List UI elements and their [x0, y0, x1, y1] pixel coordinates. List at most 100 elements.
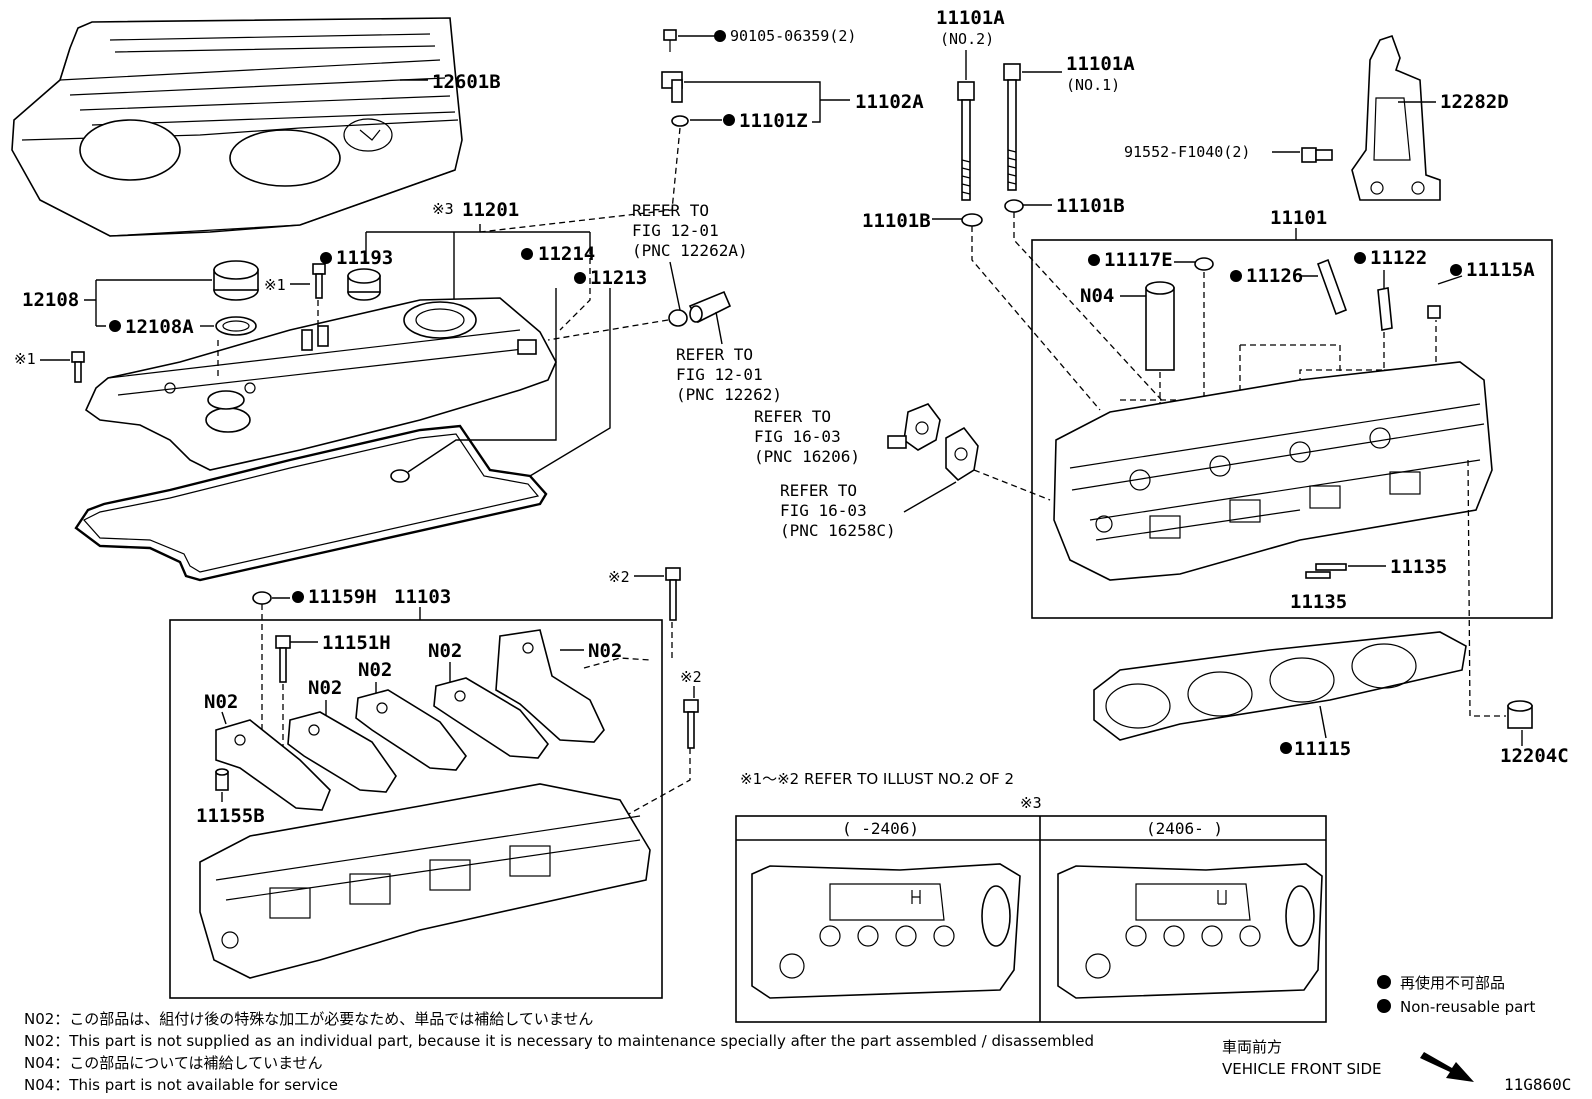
- camshaft-housing-drawing: [199, 783, 651, 979]
- label-11193: 11193: [336, 247, 393, 269]
- inset-header-left: ( -2406): [842, 819, 919, 838]
- legend-text-jp: 再使用不可部品: [1400, 974, 1505, 992]
- figure-id: 11G860C: [1504, 1075, 1571, 1094]
- label-91552-f1040: 91552-F1040(2): [1124, 143, 1250, 161]
- legend-dot-en: [1377, 999, 1391, 1013]
- label-12282d: 12282D: [1440, 91, 1509, 113]
- ref-12262a: REFER TO FIG 12-01 (PNC 12262A): [632, 201, 748, 260]
- svg-text:(PNC 16206): (PNC 16206): [754, 447, 860, 466]
- inset-header-right: (2406- ): [1146, 819, 1223, 838]
- label-11101z: 11101Z: [739, 110, 808, 132]
- grommet-drawing: [347, 268, 381, 301]
- label-n02-1: N02: [428, 640, 462, 662]
- oil-filler-cap-drawing: [213, 260, 259, 336]
- label-11101b-right: 11101B: [1056, 195, 1125, 217]
- cylinder-head-drawing: [1053, 361, 1493, 581]
- svg-text:FIG 16-03: FIG 16-03: [754, 427, 841, 446]
- label-n02-5: N02: [204, 691, 238, 713]
- svg-text:(PNC 12262): (PNC 12262): [676, 385, 782, 404]
- label-mark1-a: ※1: [264, 276, 286, 294]
- non-reusable-dot: [714, 30, 726, 42]
- label-mark2-a: ※2: [608, 568, 630, 586]
- label-11213: 11213: [590, 267, 647, 289]
- label-12601b: 12601B: [432, 71, 501, 93]
- svg-text:REFER TO: REFER TO: [754, 407, 831, 426]
- plug-12204c-drawing: [1507, 700, 1533, 729]
- label-11101a-no2: 11101A: [936, 7, 1005, 29]
- label-11101a-no1: 11101A: [1066, 53, 1135, 75]
- svg-text:REFER TO: REFER TO: [780, 481, 857, 500]
- label-11201: 11201: [462, 199, 519, 221]
- hanger-bolt-drawing: [1301, 147, 1333, 163]
- front-arrow-icon: [1420, 1052, 1474, 1082]
- label-11214: 11214: [538, 243, 595, 265]
- label-11155b: 11155B: [196, 805, 265, 827]
- outlet-gasket-drawing: [945, 426, 979, 482]
- ref-16258c: REFER TO FIG 16-03 (PNC 16258C): [780, 481, 896, 540]
- label-11126: 11126: [1246, 265, 1303, 287]
- front-side-en: VEHICLE FRONT SIDE: [1222, 1060, 1382, 1078]
- label-11151h: 11151H: [322, 632, 391, 654]
- label-n02-2: N02: [588, 640, 622, 662]
- label-n04: N04: [1080, 285, 1114, 307]
- label-12108a: 12108A: [125, 316, 194, 338]
- label-mark1-b: ※1: [14, 350, 36, 368]
- engine-hanger-drawing: [1351, 34, 1441, 201]
- pcv-hose-drawing: [668, 290, 732, 327]
- label-12204c: 12204C: [1500, 745, 1569, 767]
- head-cover-variant-late-drawing: [1057, 863, 1323, 999]
- label-mark3-cover: ※3: [432, 200, 454, 218]
- label-12108: 12108: [22, 289, 79, 311]
- label-11103: 11103: [394, 586, 451, 608]
- legend-dot-jp: [1377, 975, 1391, 989]
- head-cover-variant-early-drawing: [751, 863, 1021, 999]
- svg-text:FIG 16-03: FIG 16-03: [780, 501, 867, 520]
- label-mark2-b: ※2: [680, 668, 702, 686]
- svg-text:(PNC 12262A): (PNC 12262A): [632, 241, 748, 260]
- note-n04-jp: N04：この部品については補給していません: [24, 1054, 323, 1072]
- camshaft-housing-box: [169, 619, 663, 999]
- ref-16206: REFER TO FIG 16-03 (PNC 16206): [754, 407, 860, 466]
- label-90105-06359: 90105-06359(2): [730, 27, 856, 45]
- label-11115: 11115: [1294, 738, 1351, 760]
- housing-bolt-drawing-1: [665, 567, 681, 621]
- head-gasket-drawing: [1093, 631, 1467, 741]
- head-bolt-no1-drawing: [1003, 63, 1021, 191]
- label-no2: (NO.2): [940, 30, 994, 48]
- cylinder-head-box: [1031, 239, 1553, 619]
- label-11115a: 11115A: [1466, 259, 1535, 281]
- bolt-11151h-drawing: [275, 635, 291, 683]
- note-n02-jp: N02：この部品は、組付け後の特殊な加工が必要なため、単品では補給していません: [24, 1010, 593, 1028]
- camshaft-position-sensor-drawing: [661, 29, 689, 127]
- n04-sleeve-drawing: [1145, 281, 1175, 371]
- inset-mark3: ※3: [1020, 794, 1042, 812]
- cover-bolt-drawing: [312, 263, 326, 299]
- label-11135-b: 11135: [1290, 591, 1347, 613]
- label-11135-a: 11135: [1390, 556, 1447, 578]
- legend-text-en: Non-reusable part: [1400, 998, 1535, 1016]
- note-n02-en: N02：This part is not supplied as an indi…: [24, 1032, 1094, 1050]
- svg-text:FIG 12-01: FIG 12-01: [676, 365, 763, 384]
- engine-cover-drawing: [11, 17, 463, 237]
- svg-text:(PNC 16258C): (PNC 16258C): [780, 521, 896, 540]
- label-n02-4: N02: [308, 677, 342, 699]
- head-bolt-no2-drawing: [957, 81, 975, 201]
- svg-text:REFER TO: REFER TO: [676, 345, 753, 364]
- inset-box: [735, 815, 1327, 1023]
- svg-text:FIG 12-01: FIG 12-01: [632, 221, 719, 240]
- camshaft-bearing-caps-drawing: [215, 629, 605, 811]
- svg-text:REFER TO: REFER TO: [632, 201, 709, 220]
- housing-bolt-drawing-2: [683, 699, 699, 749]
- label-11101b-left: 11101B: [862, 210, 931, 232]
- pin-11155b-drawing: [215, 768, 229, 791]
- label-no1: (NO.1): [1066, 76, 1120, 94]
- label-11159h: 11159H: [308, 586, 377, 608]
- inset-refer-note: ※1〜※2 REFER TO ILLUST NO.2 OF 2: [740, 770, 1014, 788]
- label-11101: 11101: [1270, 207, 1327, 229]
- note-n04-en: N04：This part is not available for servi…: [24, 1076, 338, 1094]
- ref-12262: REFER TO FIG 12-01 (PNC 12262): [676, 345, 782, 404]
- label-11117e: 11117E: [1104, 249, 1173, 271]
- cover-bolt-drawing-2: [71, 351, 85, 383]
- front-side-jp: 車両前方: [1222, 1038, 1282, 1056]
